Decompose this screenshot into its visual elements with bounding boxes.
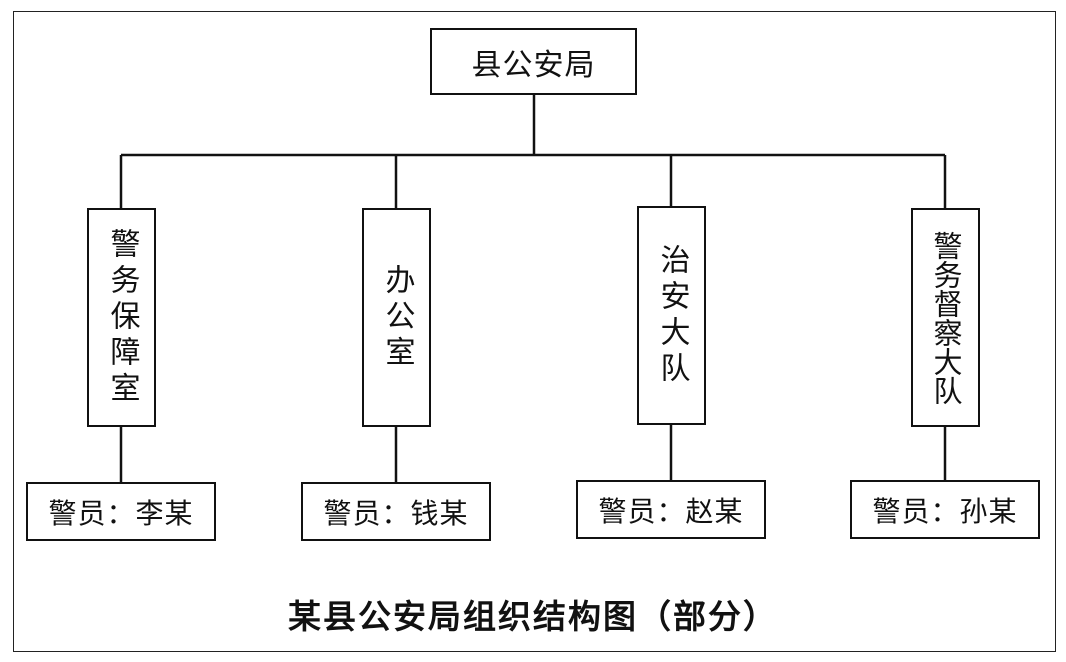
staff-box-li: 警员：李某 <box>26 482 216 541</box>
dept-label: 警务保障室 <box>104 227 140 408</box>
dept-box-public-security: 治安大队 <box>637 206 706 425</box>
dept-label: 办公室 <box>379 263 415 372</box>
staff-label: 警员：孙某 <box>872 494 1018 528</box>
staff-label: 警员：李某 <box>48 496 194 530</box>
root-node-box: 县公安局 <box>430 28 637 95</box>
staff-box-qian: 警员：钱某 <box>301 482 491 541</box>
dept-box-inspection: 警务督察大队 <box>911 208 980 427</box>
staff-box-sun: 警员：孙某 <box>850 480 1040 539</box>
dept-box-office: 办公室 <box>362 208 431 427</box>
diagram-title: 某县公安局组织结构图（部分） <box>288 597 778 636</box>
staff-label: 警员：钱某 <box>323 496 469 530</box>
staff-box-zhao: 警员：赵某 <box>576 480 766 539</box>
root-node-label: 县公安局 <box>471 47 596 83</box>
dept-box-police-support: 警务保障室 <box>87 208 156 427</box>
diagram-frame <box>13 11 1056 652</box>
staff-label: 警员：赵某 <box>598 494 744 528</box>
dept-label: 治安大队 <box>654 243 690 388</box>
dept-label: 警务督察大队 <box>929 230 963 405</box>
